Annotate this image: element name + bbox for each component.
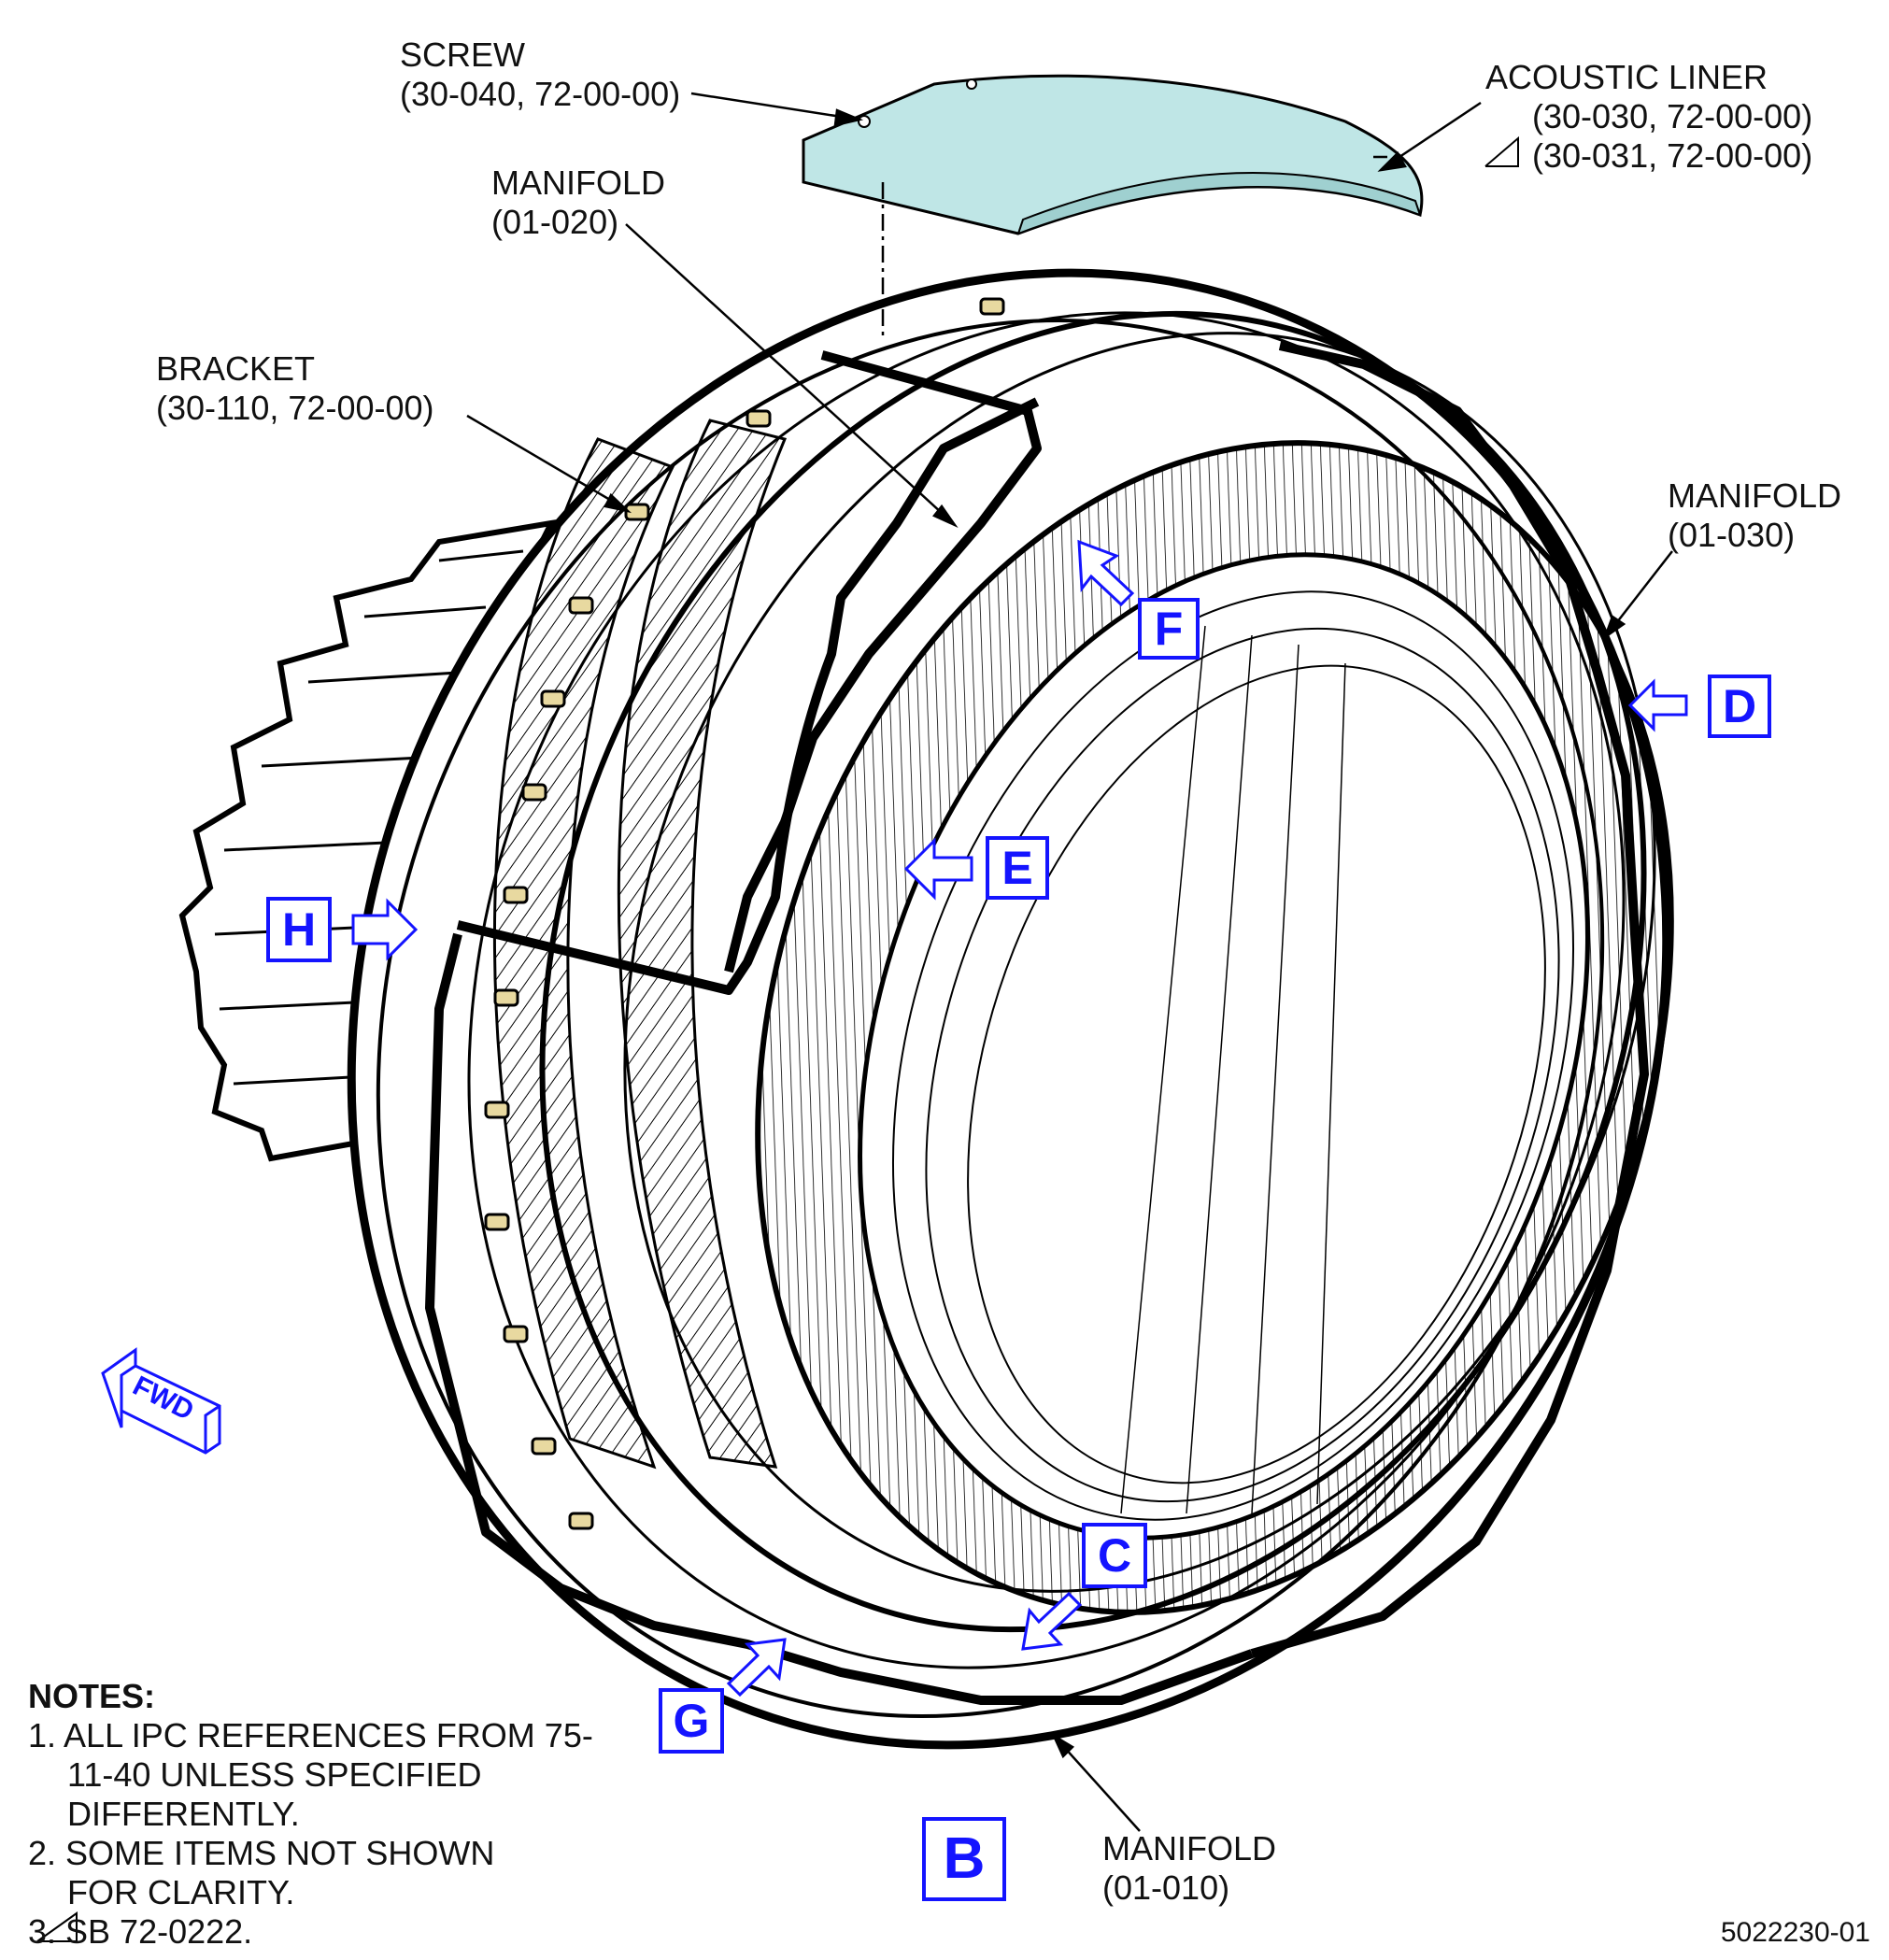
bracket-name: BRACKET	[156, 349, 316, 388]
view-arrow-f	[1077, 539, 1135, 607]
view-arrow-e	[903, 837, 973, 901]
manifold-010-name: MANIFOLD	[1102, 1829, 1277, 1868]
bracket-label: BRACKET (30-110, 72-00-00)	[156, 349, 434, 428]
leader-lines	[466, 92, 1673, 1832]
note-item-2: 2. SOME ITEMS NOT SHOWN FOR CLARITY.	[28, 1834, 495, 1911]
acoustic-liner-part	[802, 74, 1424, 235]
manifold-020-ref: (01-020)	[491, 203, 619, 241]
manifold-030-ref: (01-030)	[1668, 516, 1796, 554]
view-arrow-g	[726, 1638, 787, 1697]
vane-bands	[492, 419, 788, 1470]
view-marker-c: C	[1082, 1523, 1147, 1588]
note-item-3: 3. SB 72-0222.	[28, 1912, 253, 1951]
manifold-020-name: MANIFOLD	[491, 163, 666, 202]
view-arrow-d	[1627, 678, 1688, 732]
view-marker-b: B	[922, 1817, 1006, 1901]
revision-delta-icons	[36, 135, 1519, 1942]
bracket-ref: (30-110, 72-00-00)	[156, 389, 434, 427]
note-item-1: 1. ALL IPC REFERENCES FROM 75-11-40 UNLE…	[28, 1716, 593, 1833]
screw-ref: (30-040, 72-00-00)	[400, 75, 681, 113]
notes-header: NOTES:	[28, 1677, 156, 1715]
screw-label: SCREW (30-040, 72-00-00)	[400, 36, 680, 114]
manifold-030-label: MANIFOLD (01-030)	[1668, 476, 1841, 555]
document-number: 5022230-01	[1720, 1917, 1870, 1948]
manifold-010-ref: (01-010)	[1102, 1868, 1230, 1907]
view-arrow-c	[1021, 1591, 1083, 1651]
brackets	[484, 297, 1005, 1530]
acoustic-liner-ref-1: (30-030, 72-00-00)	[1532, 97, 1813, 135]
fwd-arrow-icon	[101, 1347, 221, 1455]
front-face	[755, 440, 1674, 1615]
screw-name: SCREW	[400, 36, 525, 74]
view-marker-d: D	[1708, 675, 1771, 738]
view-marker-h: H	[266, 897, 332, 962]
view-arrow-h	[351, 898, 419, 961]
view-arrows	[351, 539, 1688, 1697]
manifold-010-label: MANIFOLD (01-010)	[1102, 1829, 1276, 1908]
acoustic-liner-label: ACOUSTIC LINER (30-030, 72-00-00) (30-03…	[1485, 58, 1812, 176]
view-marker-g: G	[659, 1688, 724, 1754]
view-marker-e: E	[986, 836, 1049, 900]
manifold-tubes	[425, 341, 1649, 1705]
acoustic-liner-name: ACOUSTIC LINER	[1485, 58, 1768, 96]
manifold-020-label: MANIFOLD (01-020)	[491, 163, 665, 242]
manifold-030-name: MANIFOLD	[1668, 476, 1842, 515]
acoustic-liner-ref-2: (30-031, 72-00-00)	[1532, 136, 1813, 175]
view-marker-f: F	[1138, 598, 1200, 660]
notes-block: NOTES: 1. ALL IPC REFERENCES FROM 75-11-…	[28, 1677, 628, 1952]
